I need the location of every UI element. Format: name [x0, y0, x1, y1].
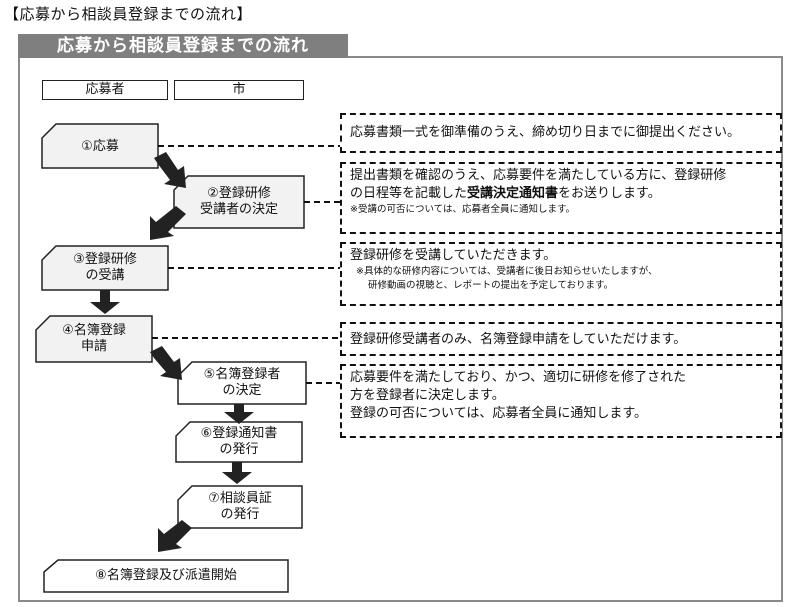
note-2-line1: 提出書類を確認のうえ、応募要件を満たしている方に、登録研修	[350, 168, 727, 183]
note-3-small-1: ※具体的な研修内容については、受講者に後日お知らせいたしますが、	[356, 266, 658, 277]
step-6-line1: ⑥登録通知書	[200, 426, 278, 441]
step-7-line2: の発行	[220, 507, 260, 522]
note-2-small: ※受講の可否については、応募者全員に通知します。	[350, 204, 576, 215]
arrow-7-8	[158, 520, 192, 552]
step-shape-1	[41, 123, 159, 169]
step-3-line1: ③登録研修	[73, 252, 137, 267]
step-2-line2: 受講者の決定	[199, 202, 278, 217]
arrow-4-5	[150, 346, 182, 380]
document-title: 【応募から相談員登録までの流れ】	[4, 5, 253, 23]
panel-title: 応募から相談員登録までの流れ	[18, 34, 348, 58]
arrow-2-3	[150, 206, 186, 240]
note-4-text: 登録研修受講者のみ、名簿登録申請をしていただけます。	[350, 332, 687, 347]
arrow-1-2	[154, 152, 186, 188]
step-5-line1: ⑤名簿登録者	[203, 367, 281, 382]
header-applicant: 応募者	[42, 80, 168, 100]
step-4-line2: 申請	[80, 339, 107, 354]
note-decision: 応募要件を満たしており、かつ、適切に研修を修了された 方を登録者に決定します。 …	[340, 364, 782, 438]
step-shape-8	[43, 559, 289, 593]
step-7-line1: ⑦相談員証	[208, 491, 272, 506]
step-2-label: ②登録研修 受講者の決定	[174, 186, 304, 218]
note-3-line1: 登録研修を受講していただきます。	[350, 248, 557, 263]
step-4-line1: ④名簿登録	[62, 323, 126, 338]
step-5-line2: の決定	[222, 383, 262, 398]
step-shape-7	[177, 485, 303, 529]
note-5-line3: 登録の可否については、応募者全員に通知します。	[350, 406, 648, 421]
arrow-3-4	[90, 290, 120, 314]
note-5-line1: 応募要件を満たしており、かつ、適切に研修を修了された	[350, 370, 687, 385]
note-training: 登録研修を受講していただきます。 ※具体的な研修内容については、受講者に後日お知…	[340, 242, 782, 306]
note-registration-request: 登録研修受講者のみ、名簿登録申請をしていただけます。	[340, 322, 782, 356]
step-4-label: ④名簿登録 申請	[36, 323, 152, 355]
step-3-line2: の受講	[85, 268, 125, 283]
note-1-text: 応募書類一式を御準備のうえ、締め切り日までに御提出ください。	[350, 125, 741, 140]
step-1-label: ①応募	[42, 139, 158, 155]
step-3-label: ③登録研修 の受講	[42, 252, 168, 284]
step-8-label: ⑧名簿登録及び派遣開始	[44, 568, 288, 584]
step-shape-4	[35, 315, 153, 363]
step-6-label: ⑥登録通知書 の発行	[176, 426, 302, 458]
panel-frame	[18, 56, 783, 602]
step-7-label: ⑦相談員証 の発行	[178, 491, 302, 523]
arrow-6-7	[222, 462, 252, 484]
header-city: 市	[174, 80, 304, 100]
step-1-line1: ①応募	[81, 139, 119, 154]
step-6-line2: の発行	[219, 442, 259, 457]
note-2-line2: の日程等を記載した受講決定通知書をお送りします。	[350, 185, 772, 203]
arrow-5-6	[224, 404, 254, 424]
step-shape-2	[173, 175, 305, 229]
note-2-notice-name: 受講決定通知書	[467, 186, 559, 201]
step-5-label: ⑤名簿登録者 の決定	[178, 367, 306, 399]
note-2-line2-c: をお送りします。	[558, 186, 661, 201]
note-3-small-2: 研修動画の視聴と、レポートの提出を予定しております。	[368, 280, 614, 291]
note-selection: 提出書類を確認のうえ、応募要件を満たしている方に、登録研修 の日程等を記載した受…	[340, 162, 782, 234]
note-5-line2: 方を登録者に決定します。	[350, 388, 505, 403]
step-2-line1: ②登録研修	[207, 186, 271, 201]
note-application: 応募書類一式を御準備のうえ、締め切り日までに御提出ください。	[340, 113, 782, 153]
note-2-line2-a: の日程等を記載した	[350, 186, 468, 201]
step-8-line1: ⑧名簿登録及び派遣開始	[95, 568, 237, 583]
